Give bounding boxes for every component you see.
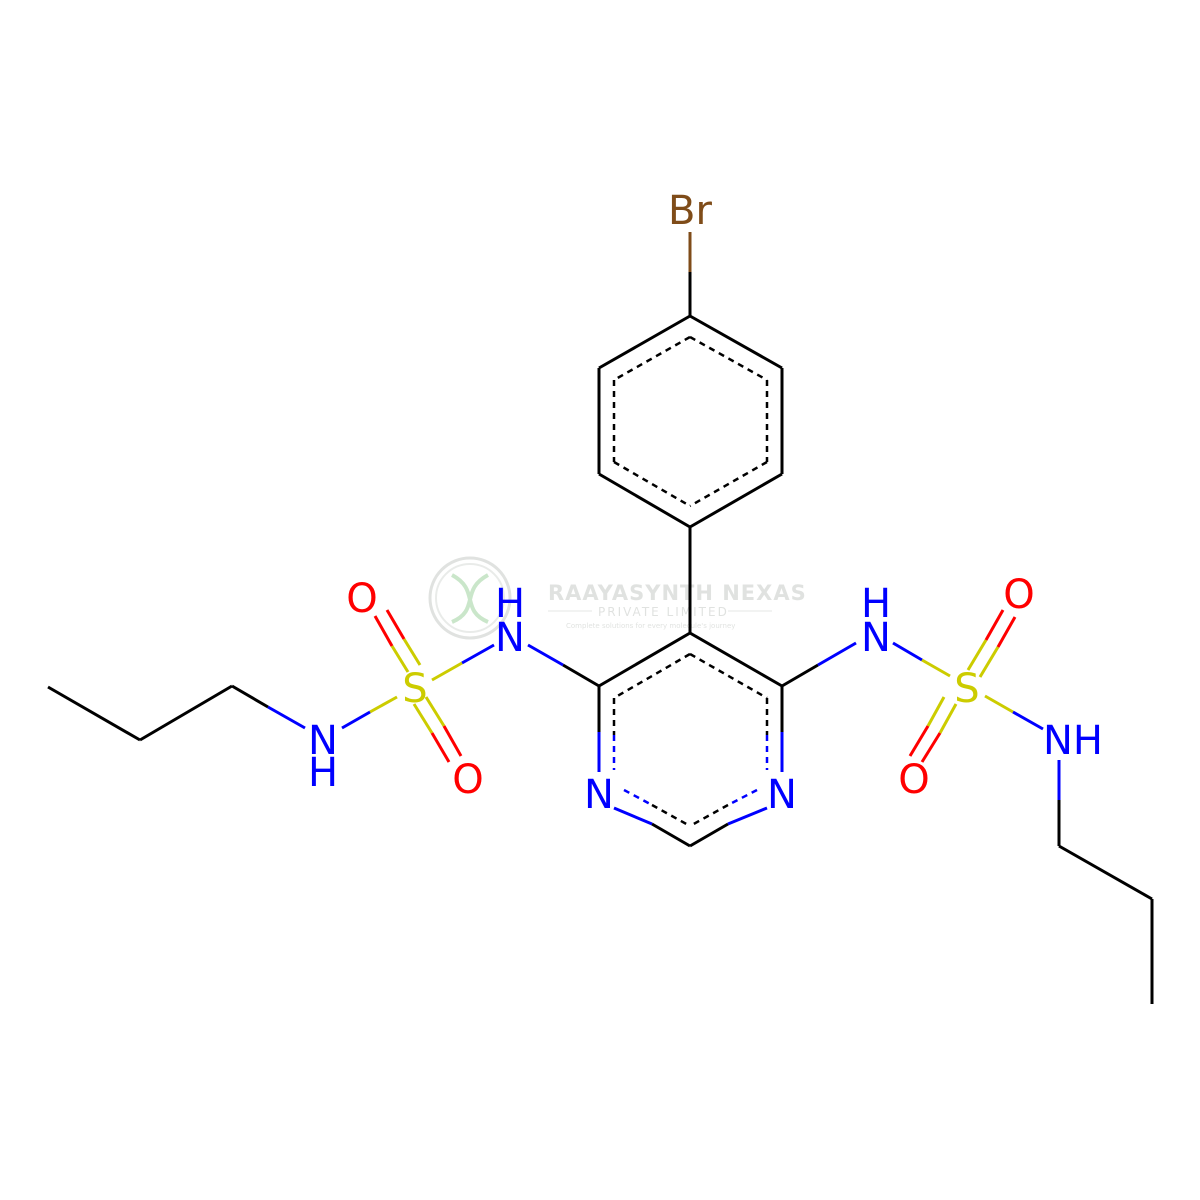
bond-c-nh-left — [562, 663, 600, 688]
atom-oxygen-right-top: O — [1003, 572, 1034, 618]
bond-s-o-left-top — [390, 645, 410, 673]
bond-nh-s-right — [892, 641, 923, 662]
atom-n-left-bottom: N — [308, 718, 338, 764]
bond-pyrimidine — [651, 822, 691, 848]
atom-oxygen-left-bottom: O — [452, 757, 483, 803]
bond-benzene — [689, 314, 783, 370]
watermark-title: RAAYASYNTH NEXAS — [548, 581, 807, 605]
atom-sulfur-left: S — [402, 666, 427, 712]
bond-benzene — [689, 472, 783, 529]
atom-bromine: Br — [668, 188, 712, 234]
atom-h-left-bottom: H — [308, 750, 338, 796]
bond-c-nh-left — [527, 643, 564, 667]
bond-s-o-right-bottom — [938, 703, 958, 734]
bond-nh-s-left — [431, 661, 463, 682]
bond-pyrimidine — [727, 806, 768, 826]
bond-nh-s-left — [461, 643, 495, 665]
bond-pyrimidine — [598, 631, 691, 688]
bond-s-nh-right — [984, 694, 1014, 714]
atom-n-right-top: N — [861, 615, 891, 661]
bond-s-o-right-top — [966, 639, 988, 671]
atom-n-left-top: N — [495, 615, 525, 661]
atom-oxygen-left-top: O — [346, 576, 377, 622]
atom-oxygen-right-bottom: O — [898, 757, 929, 803]
bond-pyrimidine — [689, 631, 783, 688]
bond-propyl-right — [1058, 844, 1153, 901]
atom-sulfur-right: S — [954, 666, 979, 712]
atom-nh-right-bottom: NH — [1043, 718, 1103, 764]
bond-propyl-left — [139, 684, 233, 742]
atom-h-right-top: H — [861, 581, 891, 627]
bond-benzene — [598, 472, 691, 529]
bond-c-nh-right — [781, 663, 819, 688]
bond-s-o-left-bottom — [412, 703, 434, 734]
watermark-tagline: Complete solutions for every molecule's … — [566, 622, 735, 630]
atom-n-ring-left: N — [584, 772, 614, 818]
watermark-logo-ring-icon — [428, 556, 512, 640]
bond-propyl-left — [47, 685, 141, 742]
bond-benzene — [598, 314, 691, 370]
watermark-helix-icon — [450, 573, 490, 624]
watermark-logo: RAAYASYNTH NEXAS PRIVATE LIMITED Complet… — [428, 556, 807, 640]
watermark-subtitle: PRIVATE LIMITED — [598, 605, 729, 619]
bond-pyrimidine — [613, 806, 653, 826]
bond-pyrimidine — [689, 822, 729, 848]
atom-n-ring-right: N — [767, 772, 797, 818]
atom-h-left-top: H — [495, 581, 525, 627]
bond-nh-propyl-left — [267, 705, 306, 730]
bond-s-nh-left — [369, 695, 398, 714]
